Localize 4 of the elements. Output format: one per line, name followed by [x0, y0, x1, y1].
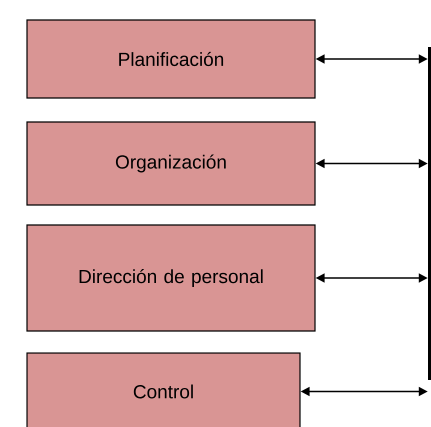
process-box: Control	[26, 352, 301, 427]
process-box: Organización	[26, 121, 316, 206]
process-box: Planificación	[26, 19, 316, 99]
process-box: Dirección de personal	[26, 224, 316, 332]
